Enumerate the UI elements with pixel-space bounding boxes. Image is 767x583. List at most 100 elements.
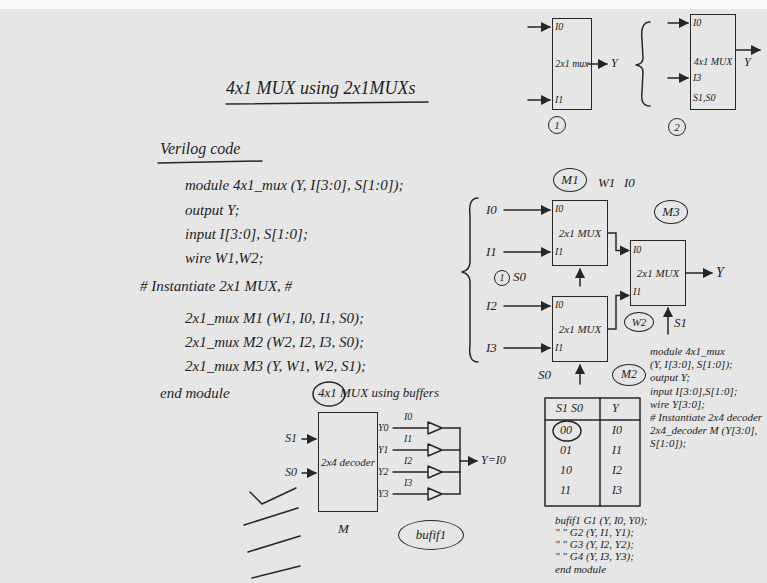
handwritten-text: I1: [633, 286, 641, 298]
handwritten-text: W1: [598, 176, 615, 191]
handwritten-text: I1: [612, 444, 622, 458]
callout-circle: W2: [624, 312, 654, 332]
handwritten-text: I3: [404, 477, 412, 489]
code-column: module 4x1_mux(Y, I[3:0], S[1:0]);output…: [650, 345, 764, 451]
handwritten-text: Y: [611, 57, 618, 71]
buffer-symbol: [393, 444, 460, 456]
handwritten-text: 2x1_mux M1 (W1, I0, I1, S0);: [185, 310, 364, 327]
handwritten-text: # Instantiate 2x1 MUX, #: [140, 278, 292, 295]
handwritten-text: I0: [555, 21, 563, 33]
handwritten-text: I1: [555, 94, 563, 106]
handwritten-text: Y: [612, 402, 619, 416]
node-text: 2x1 mux: [555, 58, 589, 70]
handwritten-text: I3: [612, 484, 622, 498]
handwritten-text: input I[3:0], S[1:0];: [185, 226, 308, 243]
handwritten-text: 4x1 MUX using buffers: [318, 386, 439, 401]
handwritten-text: Y0: [378, 422, 389, 434]
node-text: 2x1 MUX: [559, 227, 601, 240]
handwritten-text: input I[3:0],S[1:0];: [650, 385, 764, 398]
handwritten-text: " " G3 (Y, I2, Y2);: [555, 538, 634, 551]
handwritten-text: bufif1 G1 (Y, I0, Y0);: [555, 514, 648, 527]
node-text: 2x4 decoder: [321, 456, 375, 469]
select-wire: [579, 365, 581, 384]
handwritten-text: module 4x1_mux: [650, 345, 764, 358]
heading-underline: [158, 161, 262, 163]
handwritten-text: 2x1_mux M2 (W2, I2, I3, S0);: [185, 334, 364, 351]
handwritten-text: M: [338, 522, 349, 537]
input-wire: [668, 22, 688, 24]
handwritten-text: I2: [612, 464, 622, 478]
handwritten-text: wire Y[3:0];: [650, 398, 764, 411]
select-wire: [667, 308, 669, 334]
handwritten-text: S1: [674, 316, 687, 331]
handwritten-text: S1,S0: [693, 92, 716, 104]
handwritten-text: 11: [560, 484, 571, 498]
handwritten-text: I0: [693, 17, 701, 29]
truth-table-frame: [545, 398, 640, 506]
handwritten-text: end module: [555, 563, 606, 576]
handwritten-text: I3: [486, 341, 497, 356]
handwritten-text: end module: [160, 385, 230, 402]
handwritten-text: I1: [555, 342, 563, 354]
handwritten-text: " " G2 (Y, I1, Y1);: [555, 526, 634, 539]
handwritten-text: wire W1,W2;: [185, 250, 264, 267]
handwritten-text: 2x1_mux M3 (Y, W1, W2, S1);: [185, 358, 366, 375]
handwritten-text: # Instantiate 2x4 decoder: [650, 411, 764, 424]
handwritten-text: I0: [486, 203, 497, 218]
handwritten-text: 00: [560, 424, 572, 438]
node-text: M3: [662, 205, 679, 220]
output-wire: [686, 272, 712, 274]
handwritten-text: I0: [612, 424, 622, 438]
buffer-symbol: [393, 466, 460, 478]
handwritten-text: output Y;: [650, 371, 764, 384]
title: 4x1 MUX using 2x1MUXs: [226, 78, 415, 99]
node-text: 1: [554, 119, 560, 132]
handwritten-text: (Y, I[3:0], S[1:0]);: [650, 358, 764, 371]
handwritten-text: Y3: [378, 488, 389, 500]
output-wire: [736, 49, 760, 51]
handwritten-text: Y: [744, 56, 751, 70]
callout-circle: M2: [612, 364, 646, 386]
handwritten-text: output Y;: [185, 202, 239, 219]
select-wire: [302, 472, 316, 474]
node-text: 2: [674, 121, 680, 134]
select-wire: [579, 269, 581, 286]
handwritten-text: I1: [486, 245, 497, 260]
handwritten-text: 2x4_decoder M (Y[3:0], S[1:0]);: [650, 424, 764, 450]
title-underline: [226, 102, 428, 104]
node-text: 2x1 MUX: [637, 267, 679, 280]
node-text: 2x1 MUX: [559, 323, 601, 336]
truth-table-rules: [545, 398, 640, 506]
handwritten-text: Y2: [378, 466, 389, 478]
node-text: W2: [632, 316, 647, 329]
input-wire: [504, 347, 550, 349]
tick-mark: [252, 566, 300, 578]
handwritten-text: I3: [693, 72, 701, 84]
handwritten-text: I0: [555, 203, 563, 215]
output-wire: [588, 63, 607, 65]
handwritten-text: I0: [404, 411, 412, 423]
input-wire: [504, 305, 550, 307]
top-band: [0, 0, 767, 9]
handwritten-text: Y1: [378, 444, 389, 456]
tick-mark: [250, 488, 296, 504]
input-wire: [528, 26, 550, 28]
select-wire: [302, 438, 316, 440]
handwritten-text: I0: [555, 299, 563, 311]
buffer-symbol: [393, 422, 460, 434]
input-wire: [504, 251, 550, 253]
node-text: M1: [561, 173, 578, 188]
wire-connector: [608, 233, 629, 251]
wire-connector: [608, 295, 629, 329]
input-wire: [528, 99, 550, 101]
callout-circle: 1: [494, 270, 510, 286]
callout-circle: M1: [553, 168, 587, 192]
handwritten-text: Y: [716, 265, 724, 281]
callout-circle: M3: [654, 200, 688, 224]
callout-circle: 2: [668, 118, 686, 136]
handwritten-text: I1: [555, 246, 563, 258]
handwritten-text: 01: [560, 444, 572, 458]
handwritten-text: 10: [560, 464, 572, 478]
handwritten-text: S0: [513, 270, 526, 285]
